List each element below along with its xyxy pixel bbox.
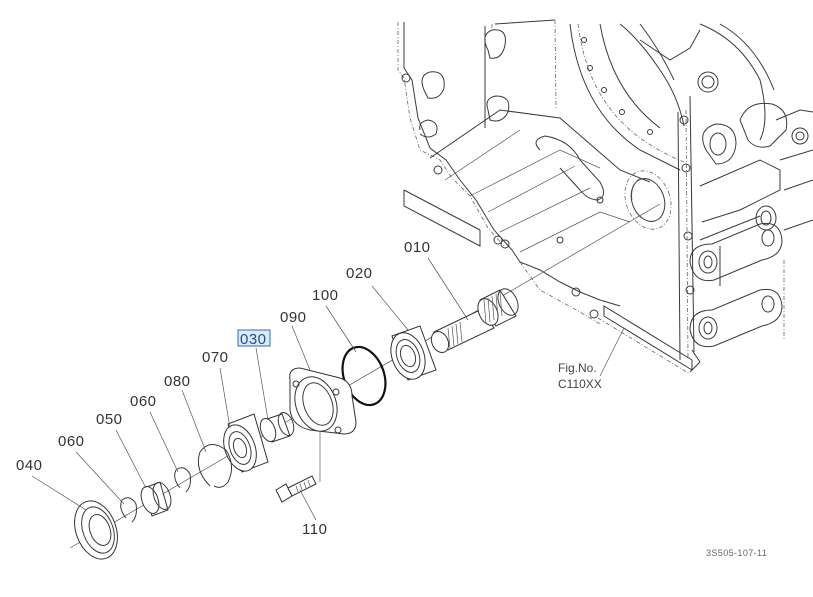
figure-number-label: Fig.No. [558, 361, 597, 375]
part-060-snap-ring-lower[interactable] [120, 497, 137, 523]
callout-060-lower[interactable]: 060 [58, 433, 85, 450]
callout-020[interactable]: 020 [346, 265, 373, 282]
callout-080[interactable]: 080 [164, 373, 191, 390]
part-020-bearing[interactable] [385, 325, 437, 384]
callout-060-upper[interactable]: 060 [130, 393, 157, 410]
callout-050[interactable]: 050 [96, 411, 123, 428]
callout-110[interactable]: 110 [302, 521, 327, 538]
callout-090[interactable]: 090 [280, 309, 307, 326]
part-040-oil-seal[interactable] [67, 495, 125, 565]
callout-010[interactable]: 010 [404, 239, 431, 256]
part-080-snap-ring[interactable] [197, 444, 232, 488]
transmission-case [397, 19, 813, 375]
part-030-collar[interactable] [257, 410, 296, 443]
part-090-housing[interactable] [288, 367, 357, 437]
part-050-collar[interactable] [138, 480, 175, 517]
callout-030[interactable]: 030 [240, 331, 267, 348]
leader-lines [31, 257, 625, 521]
part-010-shaft[interactable] [428, 286, 522, 356]
callout-100[interactable]: 100 [312, 287, 339, 304]
callout-030-selected[interactable]: 030 [237, 329, 271, 348]
figure-number-value: C110XX [558, 377, 602, 391]
part-110-bolt[interactable] [275, 475, 317, 503]
part-060-snap-ring-upper[interactable] [174, 467, 191, 493]
callout-040[interactable]: 040 [16, 457, 43, 474]
part-070-bearing[interactable] [218, 413, 269, 476]
drawing-code: 3S505-107-11 [706, 548, 767, 558]
callout-070[interactable]: 070 [202, 349, 229, 366]
